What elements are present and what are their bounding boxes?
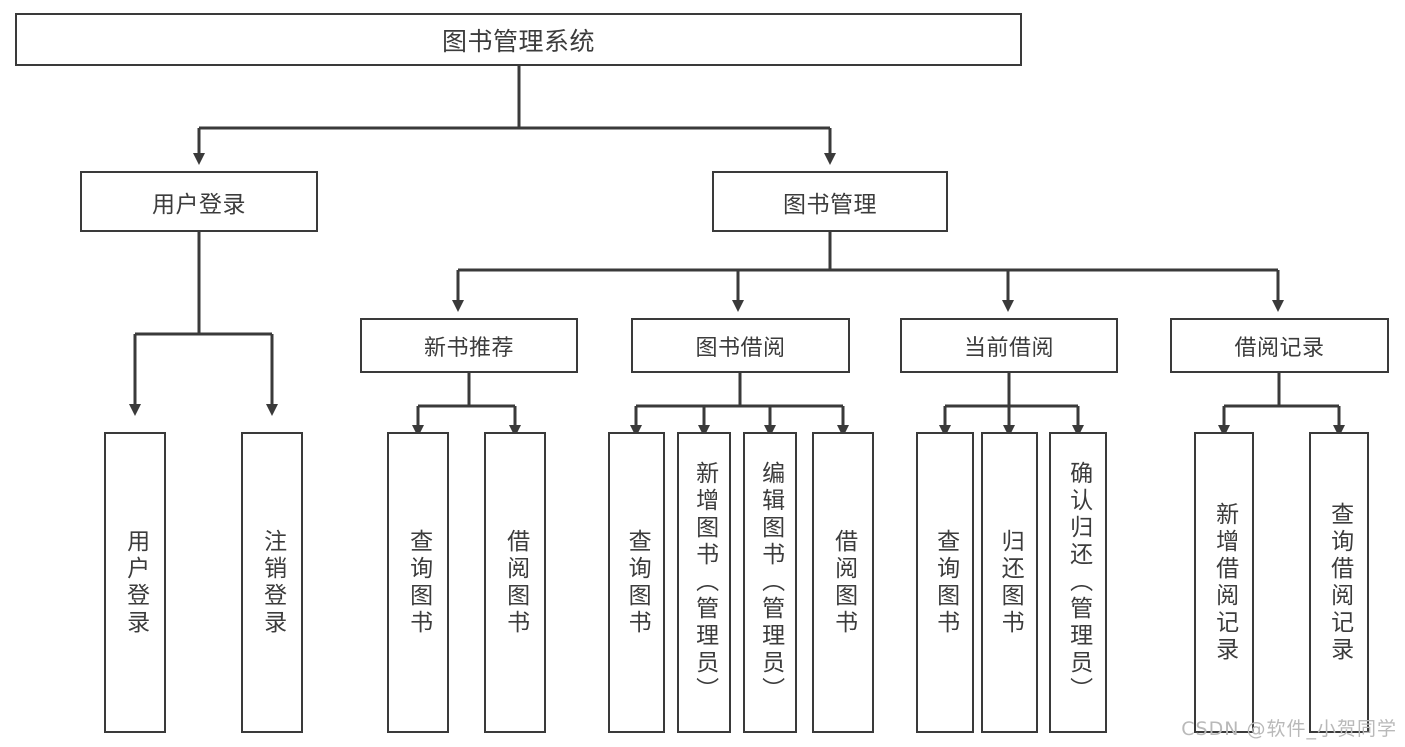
leaf-current-borrow-confirm-return[interactable]: 确认归还（管理员）	[1049, 432, 1107, 733]
node-current-borrow[interactable]: 当前借阅	[900, 318, 1118, 373]
leaf-new-book-query[interactable]: 查询图书	[387, 432, 449, 733]
node-label: 查询借阅记录	[1326, 501, 1353, 664]
leaf-book-borrow-borrow[interactable]: 借阅图书	[812, 432, 874, 733]
node-label: 注销登录	[259, 528, 286, 637]
node-label: 借阅图书	[830, 528, 857, 637]
leaf-user-login-login[interactable]: 用户登录	[104, 432, 166, 733]
node-label: 查询图书	[932, 528, 959, 637]
node-label: 用户登录	[122, 528, 149, 637]
node-label: 编辑图书（管理员）	[757, 461, 784, 704]
leaf-current-borrow-query[interactable]: 查询图书	[916, 432, 974, 733]
leaf-book-borrow-edit[interactable]: 编辑图书（管理员）	[743, 432, 797, 733]
node-new-book-recommend[interactable]: 新书推荐	[360, 318, 578, 373]
node-label: 用户登录	[152, 191, 246, 218]
leaf-user-login-logout[interactable]: 注销登录	[241, 432, 303, 733]
leaf-new-book-borrow[interactable]: 借阅图书	[484, 432, 546, 733]
node-book-borrow[interactable]: 图书借阅	[631, 318, 850, 373]
node-borrow-record[interactable]: 借阅记录	[1170, 318, 1389, 373]
node-root-system[interactable]: 图书管理系统	[15, 13, 1022, 66]
node-label: 查询图书	[624, 528, 651, 637]
leaf-borrow-record-add[interactable]: 新增借阅记录	[1194, 432, 1254, 733]
node-label: 图书管理	[783, 191, 877, 218]
leaf-book-borrow-query[interactable]: 查询图书	[608, 432, 665, 733]
node-label: 新增图书（管理员）	[691, 461, 718, 704]
leaf-current-borrow-return[interactable]: 归还图书	[981, 432, 1038, 733]
node-label: 借阅记录	[1234, 335, 1325, 361]
node-label: 图书管理系统	[441, 26, 595, 56]
node-label: 借阅图书	[502, 528, 529, 637]
node-label: 新增借阅记录	[1211, 501, 1238, 664]
node-label: 当前借阅	[963, 335, 1054, 361]
node-label: 确认归还（管理员）	[1065, 461, 1092, 704]
node-user-login[interactable]: 用户登录	[80, 171, 318, 232]
node-label: 图书借阅	[695, 335, 786, 361]
leaf-book-borrow-add[interactable]: 新增图书（管理员）	[677, 432, 731, 733]
node-label: 查询图书	[405, 528, 432, 637]
node-label: 归还图书	[997, 528, 1024, 637]
watermark-text: CSDN @软件_小贺同学	[1181, 718, 1397, 740]
leaf-borrow-record-query[interactable]: 查询借阅记录	[1309, 432, 1369, 733]
node-label: 新书推荐	[423, 335, 514, 361]
node-book-management[interactable]: 图书管理	[712, 171, 948, 232]
